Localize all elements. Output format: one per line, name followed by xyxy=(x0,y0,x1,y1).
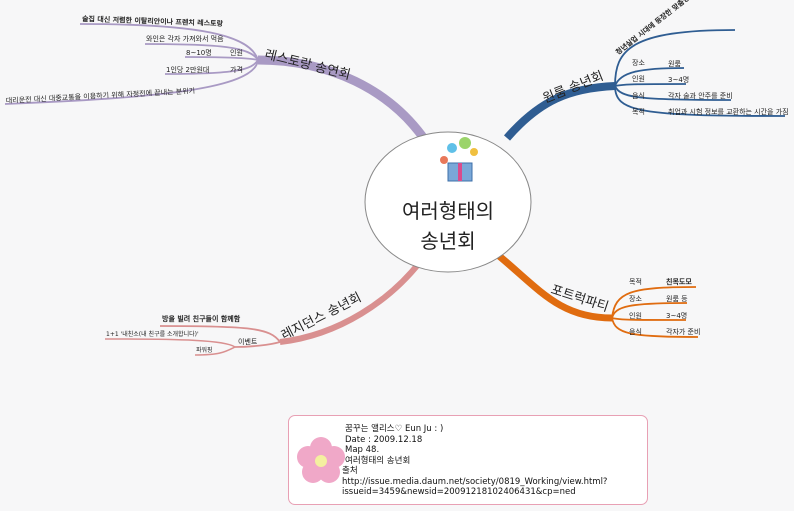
residence-event[interactable]: 이벤트 xyxy=(238,337,258,346)
oneroom-item-value[interactable]: 취업과 시험 정보를 교환하는 시간을 가짐 xyxy=(668,107,789,116)
oneroom-item-label[interactable]: 장소 xyxy=(632,58,645,67)
note-line: Map 48. xyxy=(345,445,380,455)
residence-event-item[interactable]: 1+1 '내친소(내 친구를 소개합니다)' xyxy=(106,330,199,338)
oneroom-item-label[interactable]: 음식 xyxy=(632,91,645,100)
central-topic[interactable] xyxy=(364,131,532,273)
flower-icon xyxy=(297,437,345,483)
restaurant-title[interactable]: 레스토랑 송연회 xyxy=(263,47,352,83)
branch-residence xyxy=(104,260,423,356)
note-link[interactable]: issueid=3459&newsid=20091218102406431&cp… xyxy=(342,487,576,497)
residence-top[interactable]: 방을 빌려 친구들이 함께함 xyxy=(162,314,241,323)
potluck-item-label[interactable]: 인원 xyxy=(629,311,642,320)
restaurant-item-label[interactable]: 인원 xyxy=(230,48,243,57)
central-topic-line1: 여러형태의 xyxy=(402,199,494,223)
note-link[interactable]: http://issue.media.daum.net/society/0819… xyxy=(342,476,608,487)
oneroom-item-value[interactable]: 원룸 xyxy=(668,59,681,68)
potluck-item-value[interactable]: 친목도모 xyxy=(666,277,692,286)
potluck-item-value[interactable]: 각자가 준비 xyxy=(666,327,700,336)
residence-event-item[interactable]: 파워핑 xyxy=(196,346,213,354)
oneroom-item-label[interactable]: 인원 xyxy=(632,74,645,83)
oneroom-item-value[interactable]: 3~4명 xyxy=(668,75,689,84)
restaurant-item[interactable]: 대리운전 대신 대중교통을 이용하기 위해 자정전에 끝내는 분위기 xyxy=(6,86,196,105)
gift-party-icon xyxy=(440,137,478,182)
note-line: Date : 2009.12.18 xyxy=(345,434,423,445)
branch-potluck xyxy=(495,252,699,338)
oneroom-item-value[interactable]: 각자 술과 안주를 준비 xyxy=(668,91,733,100)
note-line: 꿈꾸는 앨리스♡ Eun Ju : ) xyxy=(345,424,444,434)
restaurant-item-value[interactable]: 1인당 2만원대 xyxy=(166,65,209,74)
central-topic-line2: 송년회 xyxy=(420,229,475,253)
note-box: 꿈꾸는 앨리스♡ Eun Ju : ) Date : 2009.12.18 Ma… xyxy=(288,415,648,505)
restaurant-item[interactable]: 와인은 각자 가져와서 먹음 xyxy=(146,34,224,43)
restaurant-item-label[interactable]: 가격 xyxy=(230,65,243,74)
potluck-item-value[interactable]: 3~4명 xyxy=(666,311,687,320)
note-line: 여러형태의 송년회 xyxy=(345,455,411,466)
potluck-item-label[interactable]: 목적 xyxy=(629,277,642,286)
potluck-item-value[interactable]: 원룸 등 xyxy=(666,294,688,303)
note-line: 출처 xyxy=(342,466,358,476)
potluck-item-label[interactable]: 장소 xyxy=(629,294,642,303)
branch-oneroom xyxy=(503,29,786,141)
branch-restaurant xyxy=(4,23,429,143)
potluck-item-label[interactable]: 음식 xyxy=(629,327,642,336)
restaurant-item-value[interactable]: 8~10명 xyxy=(186,48,212,57)
oneroom-top[interactable]: 청년실업 시대에 등장한 맞춤형 송년회 xyxy=(614,0,708,57)
oneroom-item-label[interactable]: 목적 xyxy=(632,107,645,116)
